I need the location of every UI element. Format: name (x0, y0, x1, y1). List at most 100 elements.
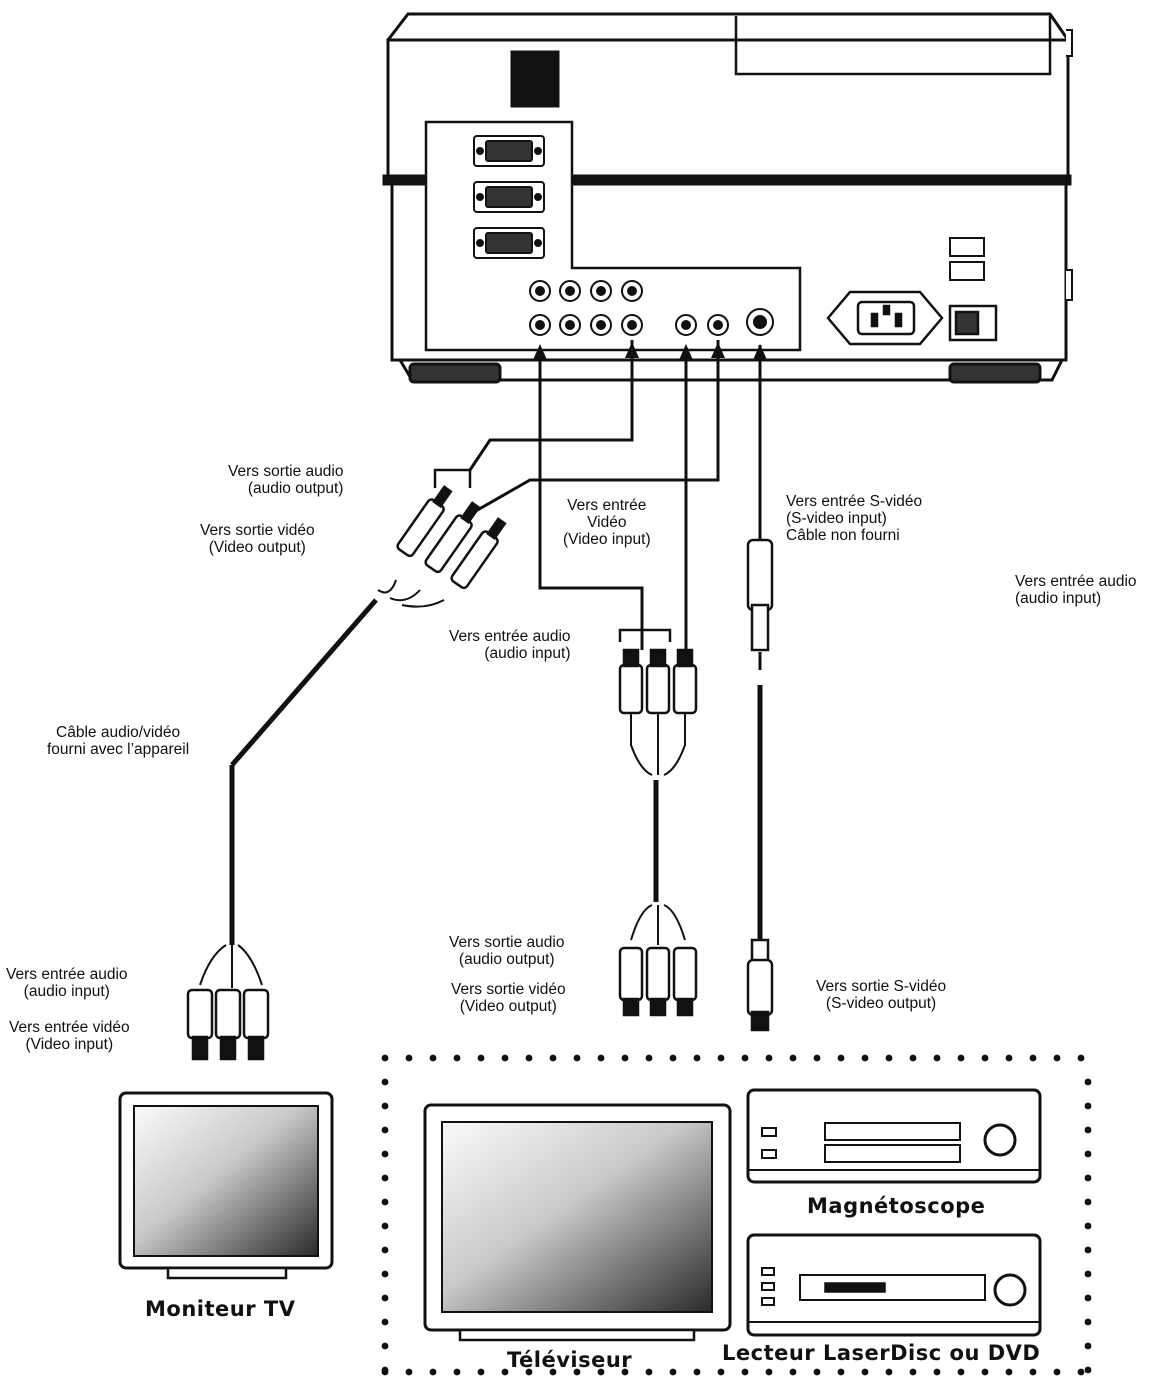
frame-dot (597, 1054, 605, 1062)
frame-dot (405, 1054, 413, 1062)
frame-dot (381, 1198, 389, 1206)
frame-dot (621, 1368, 629, 1376)
frame-dot (549, 1054, 557, 1062)
frame-dot (813, 1368, 821, 1376)
text: (S-video input) (786, 510, 887, 527)
frame-dot (981, 1054, 989, 1062)
frame-dot (381, 1102, 389, 1110)
frame-dot (693, 1368, 701, 1376)
frame-dot (477, 1368, 485, 1376)
text: (Video output) (208, 539, 306, 556)
power-inlet (826, 237, 998, 346)
frame-dot (381, 1126, 389, 1134)
dotted-frame (381, 1054, 1092, 1376)
label-bottom-audio-output: Vers sortie audio (audio output) (449, 934, 564, 968)
cables (229, 340, 763, 945)
text: Vers sortie S-vidéo (816, 978, 947, 995)
rca-plugs-top (377, 485, 507, 608)
frame-dot (789, 1054, 797, 1062)
frame-dot (933, 1054, 941, 1062)
device-label-vcr: Magnétoscope (807, 1194, 986, 1218)
frame-dot (1029, 1368, 1037, 1376)
text: Vers entrée audio (1015, 573, 1137, 590)
frame-dot (741, 1368, 749, 1376)
label-mid-audio-input: Vers entrée audio (audio input) (449, 628, 571, 662)
frame-dot (405, 1368, 413, 1376)
frame-dot (381, 1222, 389, 1230)
frame-dot (693, 1054, 701, 1062)
label-top-audio-output: Vers sortie audio (audio output) (228, 463, 343, 497)
text: Câble audio/vidéo (56, 724, 181, 741)
frame-dot (1053, 1054, 1061, 1062)
frame-dot (717, 1054, 725, 1062)
text: Vers entrée (567, 497, 647, 514)
label-svideo-output: Vers sortie S-vidéo (S-video output) (816, 978, 946, 1012)
frame-dot (957, 1368, 965, 1376)
frame-dot (429, 1054, 437, 1062)
rca-plugs-middle (618, 648, 698, 776)
rca-plugs-monitor (186, 944, 270, 1061)
frame-dot (1077, 1054, 1085, 1062)
frame-dot (573, 1368, 581, 1376)
frame-dot (1084, 1222, 1092, 1230)
text: Vers entrée S-vidéo (786, 493, 923, 510)
frame-dot (885, 1054, 893, 1062)
frame-dot (381, 1342, 389, 1350)
text: Vidéo (587, 514, 627, 531)
frame-dot (381, 1246, 389, 1254)
cable-arrows (533, 342, 767, 360)
lens-window (510, 50, 560, 108)
frame-dot (381, 1150, 389, 1158)
frame-dot (501, 1368, 509, 1376)
text: Vers entrée audio (6, 966, 128, 983)
frame-dot (1005, 1368, 1013, 1376)
label-top-video-output: Vers sortie vidéo (Video output) (200, 522, 315, 556)
frame-dot (765, 1054, 773, 1062)
frame-dot (837, 1368, 845, 1376)
label-tv-audio-input: Vers entrée audio (audio input) (6, 966, 128, 1000)
text: (Video input) (25, 1036, 114, 1053)
frame-dot (1084, 1126, 1092, 1134)
connector-panel (424, 120, 802, 352)
frame-dot (1053, 1368, 1061, 1376)
frame-dot (1029, 1054, 1037, 1062)
frame-dot (381, 1174, 389, 1182)
frame-dot (477, 1054, 485, 1062)
frame-dot (861, 1368, 869, 1376)
frame-dot (1084, 1342, 1092, 1350)
svideo-plugs (746, 538, 774, 1032)
frame-dot (1084, 1246, 1092, 1254)
text: (audio input) (1015, 590, 1102, 607)
frame-dot (1077, 1368, 1085, 1376)
text: Vers sortie vidéo (200, 522, 315, 539)
label-av-cable: Câble audio/vidéo fourni avec l’appareil (47, 724, 189, 758)
frame-dot (597, 1368, 605, 1376)
frame-dot (1084, 1102, 1092, 1110)
televiseur (423, 1103, 732, 1342)
label-video-input: Vers entrée Vidéo (Video input) (563, 497, 651, 548)
text: (audio input) (23, 983, 110, 1000)
frame-dot (765, 1368, 773, 1376)
frame-dot (717, 1368, 725, 1376)
frame-dot (1005, 1054, 1013, 1062)
frame-dot (861, 1054, 869, 1062)
frame-dot (645, 1054, 653, 1062)
label-svideo-input: Vers entrée S-vidéo (S-video input) Câbl… (786, 493, 922, 544)
tv-monitor (118, 1091, 334, 1280)
text: (audio output) (247, 480, 344, 497)
frame-dot (885, 1368, 893, 1376)
frame-dot (621, 1054, 629, 1062)
frame-dot (981, 1368, 989, 1376)
text: Câble non fourni (786, 527, 900, 544)
frame-dot (381, 1054, 389, 1062)
frame-dot (909, 1054, 917, 1062)
frame-dot (789, 1368, 797, 1376)
frame-dot (381, 1318, 389, 1326)
frame-dot (1084, 1078, 1092, 1086)
frame-dot (381, 1294, 389, 1302)
text: (Video input) (563, 531, 651, 548)
label-far-audio-input: Vers entrée audio (audio input) (1015, 573, 1137, 607)
frame-dot (1084, 1150, 1092, 1158)
rca-plugs-bottom (618, 904, 698, 1017)
frame-dot (1084, 1270, 1092, 1278)
